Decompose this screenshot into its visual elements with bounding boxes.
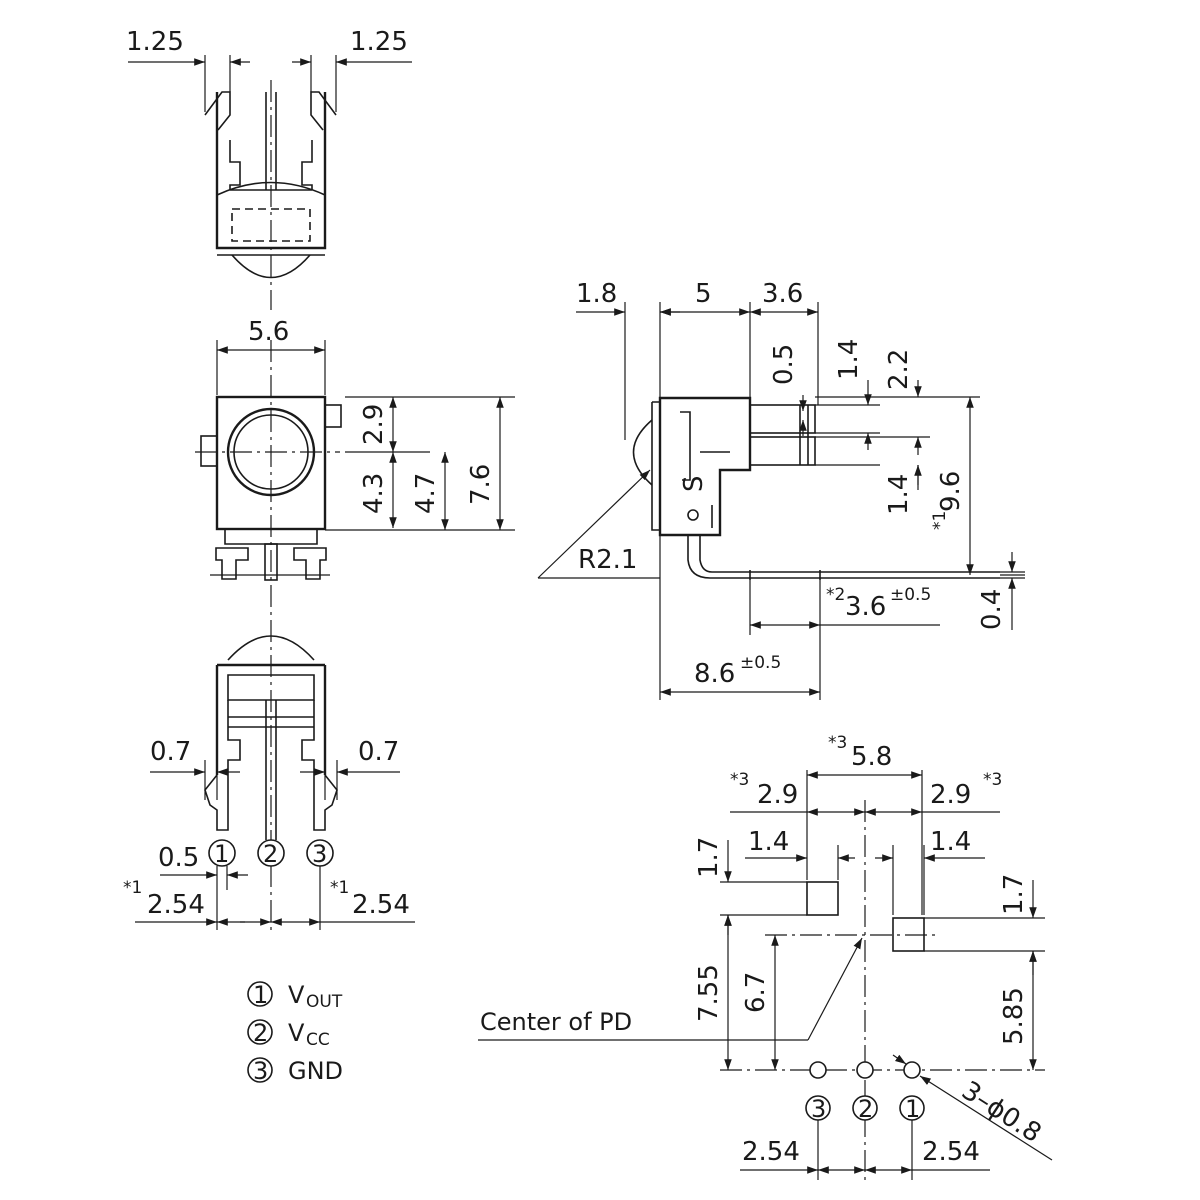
bottom-dim-pitch-left: 2.54 — [147, 890, 205, 920]
front-dim-height: 7.6 — [466, 464, 496, 505]
front-dim-top: 2.9 — [359, 404, 389, 445]
bottom-dim-left-lead: 0.7 — [150, 737, 191, 767]
front-dim-lower: 4.3 — [359, 473, 389, 514]
side-total-tol: ±0.5 — [740, 653, 781, 673]
fp-dim-pad-left: 1.4 — [748, 827, 789, 857]
top-view: 1.25 1.25 — [126, 27, 412, 310]
fp-dim-pad-h-left: 1.7 — [694, 837, 724, 878]
fp-dim-span: 5.8 — [851, 742, 892, 772]
bottom-view: 0.7 0.7 1 2 3 0.5 *1 2.54 *1 2.54 — [123, 620, 415, 935]
fp-dim-pad-h-right: 1.7 — [999, 874, 1029, 915]
side-dim-body: 5 — [695, 279, 712, 309]
fp-dim-half-left: 2.9 — [757, 780, 798, 810]
fp-pin-2: 2 — [858, 1095, 873, 1123]
side-note-lead: *2 — [826, 585, 845, 605]
bottom-pin-1: 1 — [214, 840, 229, 868]
side-dim-lead-thick: 0.4 — [977, 589, 1007, 630]
bottom-pin-2: 2 — [263, 840, 278, 868]
side-dim-total: 8.6 — [694, 659, 735, 689]
legend-main-2: V — [288, 1019, 305, 1047]
fp-dim-pad-to-pins: 6.7 — [741, 972, 771, 1013]
side-dim-radius: R2.1 — [578, 545, 637, 575]
fp-dim-pad-right: 1.4 — [930, 827, 971, 857]
side-note-height: *1 — [930, 511, 950, 530]
side-lead-length-tol: ±0.5 — [890, 585, 931, 605]
side-dim-slot: 0.5 — [769, 344, 799, 385]
legend-sub-2: CC — [306, 1030, 330, 1050]
bottom-dim-pitch-right: 2.54 — [352, 890, 410, 920]
fp-note-half-left: *3 — [730, 770, 749, 790]
footprint-view: *3 5.8 *3 2.9 2.9 *3 1.4 1.4 1.7 1.7 — [478, 733, 1053, 1180]
fp-dim-pitch-right: 2.54 — [922, 1137, 980, 1167]
top-dim-right: 1.25 — [350, 27, 408, 57]
front-dim-width: 5.6 — [248, 317, 289, 347]
bottom-dim-right-lead: 0.7 — [358, 737, 399, 767]
side-dim-lower: 1.4 — [884, 474, 914, 515]
side-dim-lead-block: 3.6 — [762, 279, 803, 309]
side-dim-upper-total: 2.2 — [884, 349, 914, 390]
side-view: S 1.8 5 3.6 0.5 1.4 — [537, 279, 1025, 700]
side-dim-upper: 1.4 — [834, 339, 864, 380]
legend-main-1: V — [288, 981, 305, 1009]
fp-label-pd: Center of PD — [480, 1008, 632, 1036]
fp-dim-overall: 7.55 — [694, 964, 724, 1022]
fp-dim-pd: 5.85 — [999, 987, 1029, 1045]
legend-num-3: 3 — [253, 1057, 268, 1085]
legend-main-3: GND — [288, 1057, 343, 1085]
fp-dim-half-right: 2.9 — [930, 780, 971, 810]
side-dim-lead-length: 3.6 — [845, 592, 886, 622]
bottom-note-left: *1 — [123, 878, 142, 898]
side-dim-height: 9.6 — [936, 471, 966, 512]
pin-legend: 1 V OUT 2 V CC 3 GND — [247, 981, 343, 1085]
fp-note-half-right: *3 — [983, 770, 1002, 790]
front-dim-center-bottom: 4.7 — [411, 473, 441, 514]
top-dim-left: 1.25 — [126, 27, 184, 57]
fp-pin-3: 3 — [811, 1095, 826, 1123]
side-logo: S — [679, 475, 709, 492]
fp-note-span: *3 — [828, 733, 847, 753]
legend-sub-1: OUT — [306, 992, 343, 1012]
fp-dim-pitch-left: 2.54 — [742, 1137, 800, 1167]
bottom-dim-lead-thick: 0.5 — [158, 843, 199, 873]
fp-pin-1: 1 — [905, 1095, 920, 1123]
bottom-pin-3: 3 — [312, 840, 327, 868]
side-dim-lens: 1.8 — [576, 279, 617, 309]
front-view: 5.6 2.9 4.3 4.7 7.6 — [195, 317, 515, 620]
bottom-note-right: *1 — [330, 878, 349, 898]
legend-num-2: 2 — [253, 1019, 268, 1047]
legend-num-1: 1 — [253, 981, 268, 1009]
